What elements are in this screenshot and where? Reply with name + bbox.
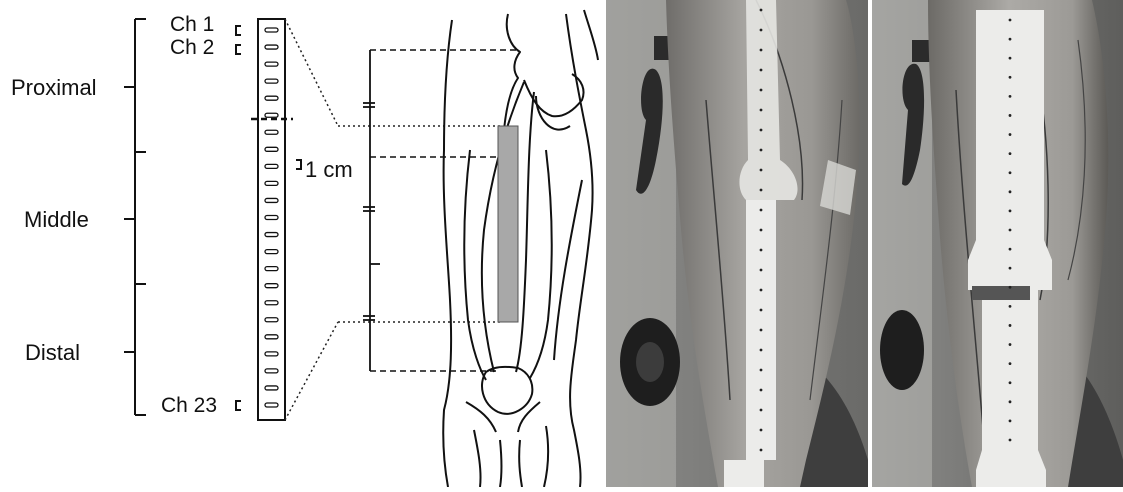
strip-electrode-dot [760, 429, 763, 432]
middle-label: Middle [24, 209, 89, 231]
strip-electrode-dot [1009, 133, 1012, 136]
strip-electrode-dot [1009, 114, 1012, 117]
strip-electrode-dot [1009, 381, 1012, 384]
electrode-channel [265, 250, 278, 254]
strip-electrode-dot [1009, 210, 1012, 213]
strip-electrode-dot [1009, 95, 1012, 98]
channel-2-label: Ch 2 [170, 37, 214, 58]
strip-electrode-dot [1009, 76, 1012, 79]
photo-strip-placement-bottom [872, 0, 1123, 487]
strip-electrode-dot [1009, 362, 1012, 365]
strip-electrode-dot [760, 269, 763, 272]
strip-electrode-dot [760, 349, 763, 352]
scale-label: 1 cm [305, 159, 353, 181]
strip-electrode-dot [1009, 190, 1012, 193]
electrode-channel [265, 318, 278, 322]
strip-electrode-dot [760, 189, 763, 192]
strip-electrode-dot [1009, 439, 1012, 442]
photo-strip-placement-top [606, 0, 868, 487]
distal-label: Distal [25, 342, 80, 364]
strip-electrode-dot [1009, 38, 1012, 41]
electrode-channel [265, 79, 278, 83]
electrode-channel [265, 198, 278, 202]
electrode-channel [265, 267, 278, 271]
measurement-scale [363, 50, 380, 371]
electrode-channel [265, 28, 278, 32]
strip-electrode-dot [760, 289, 763, 292]
channel-1-label: Ch 1 [170, 14, 214, 35]
strip-electrode-dot [1009, 19, 1012, 22]
electrode-channel [265, 62, 278, 66]
electrode-channel [265, 45, 278, 49]
strip-electrode-dot [1009, 248, 1012, 251]
strip-electrode-dot [1009, 152, 1012, 155]
electrode-channel [265, 335, 278, 339]
strip-electrode-dot [1009, 305, 1012, 308]
electrode-channel [265, 284, 278, 288]
photo-b-drawing [872, 0, 1123, 487]
strip-electrode-dot [760, 409, 763, 412]
strip-electrode-dot [760, 29, 763, 32]
projection-lines [285, 19, 500, 420]
strip-electrode-dot [760, 229, 763, 232]
region-bracket [124, 19, 146, 415]
thigh-outline [443, 10, 598, 487]
photo-a-drawing [606, 0, 868, 487]
strip-electrode-dot [760, 449, 763, 452]
strip-electrode-dot [1009, 400, 1012, 403]
electrode-channel [265, 369, 278, 373]
strip-electrode-dot [1009, 171, 1012, 174]
strip-electrode-dot [760, 89, 763, 92]
strip-electrode-dot [760, 149, 763, 152]
electrode-channel [265, 352, 278, 356]
electrode-channel [265, 130, 278, 134]
strip-electrode-dot [760, 209, 763, 212]
electrode-channel [265, 386, 278, 390]
strip-electrode-dot [760, 129, 763, 132]
electrode-channel [265, 181, 278, 185]
strip-electrode-dot [1009, 57, 1012, 60]
strip-electrode-dot [760, 369, 763, 372]
strip-electrode-dot [760, 109, 763, 112]
electrode-channel [265, 164, 278, 168]
strip-electrode-dot [760, 249, 763, 252]
electrode-channel [265, 147, 278, 151]
strip-electrode-dot [760, 389, 763, 392]
proximal-label: Proximal [11, 77, 97, 99]
strip-electrode-dot [760, 169, 763, 172]
strip-electrode-dot [760, 9, 763, 12]
channel-23-label: Ch 23 [161, 395, 217, 416]
strip-electrode-dot [760, 69, 763, 72]
electrode-channel [265, 113, 278, 117]
strip-electrode-dot [1009, 343, 1012, 346]
schematic-drawing [0, 0, 600, 487]
strip-electrode-dot [760, 49, 763, 52]
electrode-placement-schematic: Proximal Middle Distal Ch 1 Ch 2 Ch 23 1… [0, 0, 600, 487]
strip-electrode-dot [1009, 324, 1012, 327]
strip-electrode-dot [760, 329, 763, 332]
strip-electrode-dot [1009, 420, 1012, 423]
strip-electrode-dot [1009, 229, 1012, 232]
electrode-area [498, 126, 518, 322]
electrode-channel [265, 403, 278, 407]
electrode-channel [265, 233, 278, 237]
electrode-channel [265, 216, 278, 220]
electrode-channel [265, 96, 278, 100]
strip-electrode-dot [1009, 267, 1012, 270]
strip-electrode-dot [760, 309, 763, 312]
electrode-channel [265, 301, 278, 305]
strip-electrode-dot [1009, 286, 1012, 289]
